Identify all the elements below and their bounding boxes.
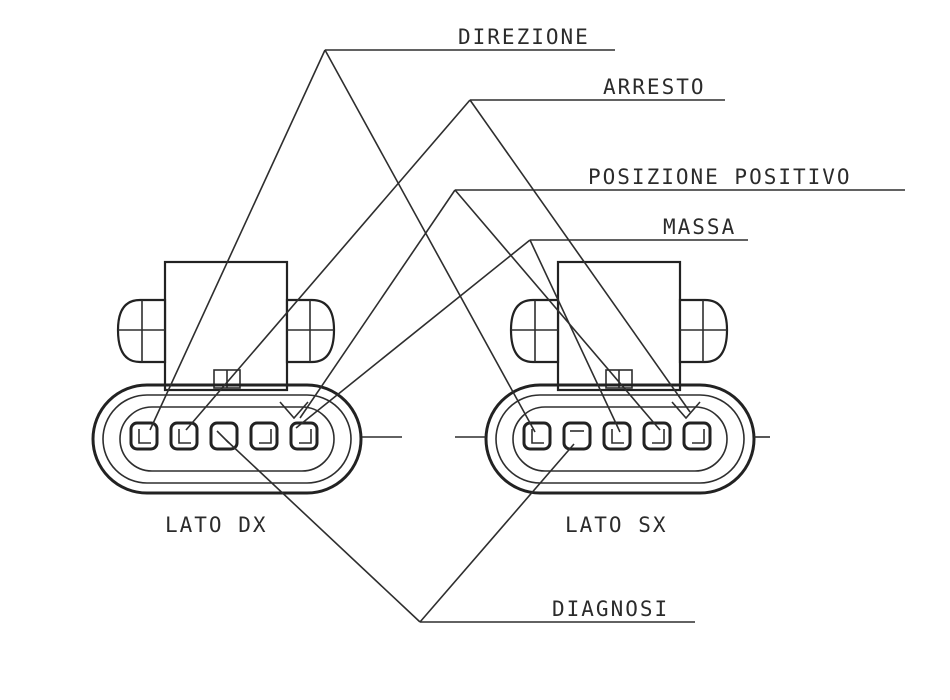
label-diagnosi: DIAGNOSI [552, 597, 669, 621]
label-massa: MASSA [663, 215, 736, 239]
leader-lines [149, 49, 905, 623]
connector-lato-dx [91, 260, 402, 495]
label-lato-dx: LATO DX [165, 513, 268, 537]
label-direzione: DIREZIONE [458, 25, 590, 49]
pin-row-sx [522, 421, 712, 451]
label-lato-sx: LATO SX [565, 513, 668, 537]
pin-row-dx [129, 421, 319, 451]
connector-lato-sx [455, 260, 770, 495]
label-arresto: ARRESTO [603, 75, 706, 99]
label-posizione-positivo: POSIZIONE POSITIVO [588, 165, 852, 189]
